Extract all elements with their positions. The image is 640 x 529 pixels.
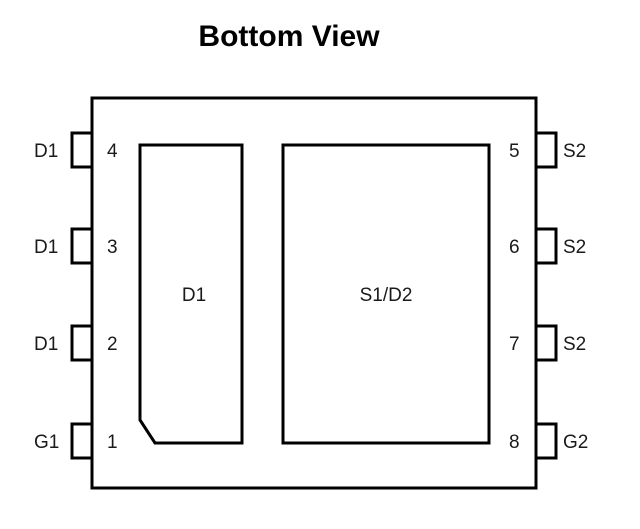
- pin-2-group: D1 2: [34, 324, 118, 362]
- pin-7-lead: [534, 324, 558, 362]
- pin-2-lead: [70, 324, 94, 362]
- pin-3-number: 3: [107, 237, 118, 258]
- pin-6-group: 6 S2: [509, 227, 586, 265]
- pin-2-name: D1: [34, 334, 58, 355]
- pin-8-group: 8 G2: [509, 422, 588, 460]
- pad-right-label: S1/D2: [360, 285, 413, 306]
- pin-1-number: 1: [107, 432, 118, 453]
- pin-6-number: 6: [509, 237, 520, 258]
- pin-5-name: S2: [563, 141, 586, 162]
- pin-8-lead: [534, 422, 558, 460]
- pin-3-name: D1: [34, 237, 58, 258]
- pin-8-number: 8: [509, 432, 520, 453]
- pin-6-name: S2: [563, 237, 586, 258]
- pin-3-lead: [70, 227, 94, 265]
- pin-5-group: 5 S2: [509, 131, 586, 169]
- pin-4-group: D1 4: [34, 131, 118, 169]
- pin-6-lead: [534, 227, 558, 265]
- pin-4-name: D1: [34, 141, 58, 162]
- pin-4-lead: [70, 131, 94, 169]
- pin-7-number: 7: [509, 334, 520, 355]
- pin-7-group: 7 S2: [509, 324, 586, 362]
- pin-5-lead: [534, 131, 558, 169]
- pin-2-number: 2: [107, 334, 118, 355]
- pin-7-name: S2: [563, 334, 586, 355]
- package-outline: [90, 96, 538, 490]
- pin-1-lead: [70, 422, 94, 460]
- diagram-title: Bottom View: [198, 20, 380, 53]
- pin-5-number: 5: [509, 141, 520, 162]
- pad-right: [281, 143, 491, 445]
- pin-1-group: G1 1: [34, 422, 118, 460]
- pad-left: [138, 143, 244, 445]
- pin-3-group: D1 3: [34, 227, 118, 265]
- pin-4-number: 4: [107, 141, 118, 162]
- pin-8-name: G2: [563, 432, 588, 453]
- pad-left-label: D1: [182, 285, 206, 306]
- pin-1-name: G1: [34, 432, 59, 453]
